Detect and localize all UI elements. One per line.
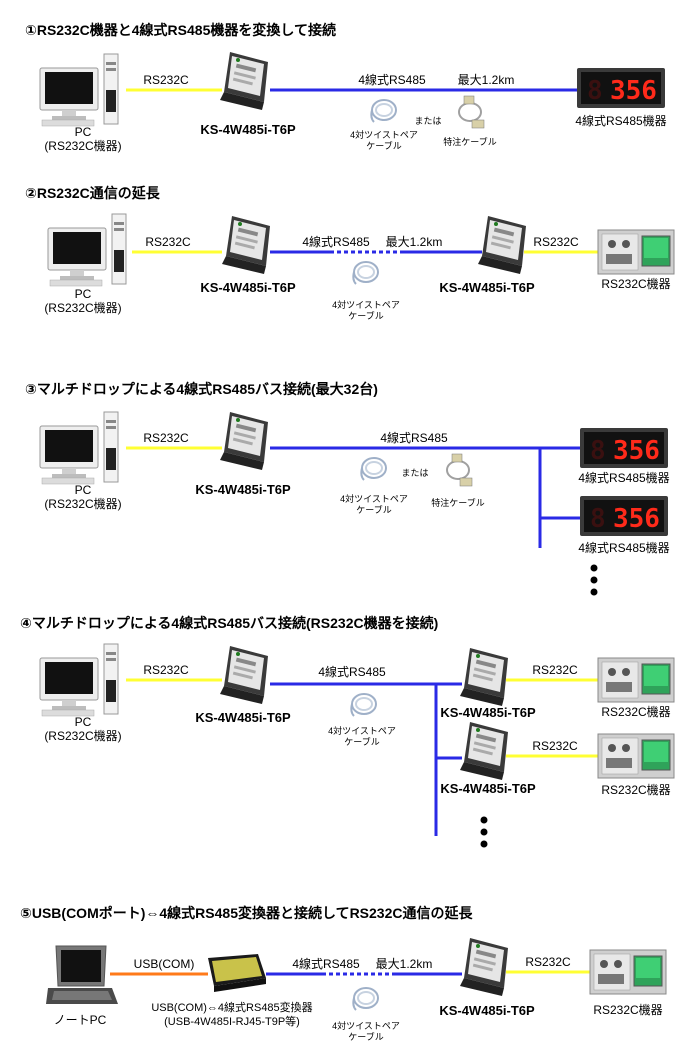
twisted-pair-cable-icon [360,457,387,481]
rs485-label: 4線式RS485 [292,956,360,971]
rs232c-label-right: RS232C [525,955,571,969]
usb-converter-label-1: USB(COM)⇔4線式RS485変換器 [151,1000,312,1014]
rs232c-label-r1: RS232C [532,663,578,677]
pc-sublabel: (RS232C機器) [44,138,121,153]
cable-label-1: 4対ツイストペア [340,493,408,504]
or-label: または [414,116,441,126]
converter-label: KS-4W485i-T6P [439,1003,535,1018]
twisted-pair-cable-icon [352,261,379,285]
section-1: ①RS232C機器と4線式RS485機器を変換して接続 PC (RS232C機器… [25,22,667,153]
converter-label: KS-4W485i-T6P [195,482,291,497]
section-4-title: ④マルチドロップによる4線式RS485バス接続(RS232C機器を接続) [20,615,438,631]
cable-label-2: ケーブル [348,310,383,321]
usb-label: USB(COM) [134,957,195,971]
cable-label-1: 4対ツイストペア [332,299,400,310]
converter-icon [220,646,268,704]
notebook-pc-icon [45,945,119,1005]
special-cable-icon [458,95,485,129]
or-label: または [401,468,428,478]
pc-sublabel: (RS232C機器) [44,300,121,315]
cable-label-2: ケーブル [344,736,379,747]
continuation-dots [590,564,598,596]
rs232c-device-icon [597,733,675,779]
rs485-device-label-1: 4線式RS485機器 [578,470,669,485]
section-3: ③マルチドロップによる4線式RS485バス接続(最大32台) PC (RS232… [25,381,670,596]
converter-icon [220,412,268,470]
special-cable-icon [446,453,473,487]
rs232c-device-label-2: RS232C機器 [601,782,670,797]
rs485-label: 4線式RS485 [318,664,386,679]
display-digits: 356 [613,504,660,534]
converter-icon [460,648,508,706]
rs232c-label-r2: RS232C [532,739,578,753]
converter-label: KS-4W485i-T6P [195,710,291,725]
cable-label-2: ケーブル [356,504,391,515]
pc-sublabel: (RS232C機器) [44,728,121,743]
twisted-pair-cable-icon [370,99,397,123]
rs485-label: 4線式RS485 [302,234,370,249]
converter-label: KS-4W485i-T6P [200,122,296,137]
display-digits: 356 [613,436,660,466]
pc-label: PC [75,125,92,139]
cable-label-1: 4対ツイストペア [328,725,396,736]
desktop-pc-icon [39,643,119,717]
section-2-title: ②RS232C通信の延長 [25,185,161,201]
rs232c-label-right: RS232C [533,235,579,249]
pc-label: PC [75,287,92,301]
rs485-label: 4線式RS485 [380,430,448,445]
rs485-device-label-2: 4線式RS485機器 [578,540,669,555]
rs232c-label: RS232C [143,73,189,87]
converter-3-label: KS-4W485i-T6P [440,781,536,796]
cable-label-1: 4対ツイストペア [350,129,418,140]
converter-2-label: KS-4W485i-T6P [440,705,536,720]
twisted-pair-cable-icon [350,693,377,717]
usb-converter-icon [208,954,266,992]
converter-label: KS-4W485i-T6P [200,280,296,295]
rs232c-label: RS232C [145,235,191,249]
converter-icon [460,938,508,996]
cable-label-1: 4対ツイストペア [332,1020,400,1031]
rs485-label: 4線式RS485 [358,72,426,87]
desktop-pc-icon [39,53,119,127]
max-distance-label: 最大1.2km [376,957,433,971]
cable-label-2: ケーブル [348,1031,383,1042]
max-distance-label: 最大1.2km [458,73,515,87]
pc-label: PC [75,483,92,497]
notebook-label: ノートPC [54,1013,107,1027]
twisted-pair-cable-icon [352,987,379,1011]
rs232c-device-label: RS232C機器 [593,1002,662,1017]
continuation-dots [480,816,488,848]
section-3-title: ③マルチドロップによる4線式RS485バス接続(最大32台) [25,381,378,397]
cable-label-2: ケーブル [366,140,401,151]
rs232c-device-icon [597,229,675,275]
display-digits: 356 [610,76,657,106]
pc-label: PC [75,715,92,729]
special-cable-label: 特注ケーブル [443,136,496,147]
desktop-pc-icon [47,213,127,287]
rs232c-label: RS232C [143,663,189,677]
max-distance-label: 最大1.2km [386,235,443,249]
converter-2-label: KS-4W485i-T6P [439,280,535,295]
desktop-pc-icon [39,411,119,485]
rs232c-device-label: RS232C機器 [601,276,670,291]
rs232c-device-icon [589,949,667,995]
section-5: ⑤USB(COMポート)⇔4線式RS485変換器と接続してRS232C通信の延長… [20,905,667,1042]
rs232c-device-label-1: RS232C機器 [601,704,670,719]
section-4: ④マルチドロップによる4線式RS485バス接続(RS232C機器を接続) PC … [20,615,675,848]
converter-icon [222,216,270,274]
pc-sublabel: (RS232C機器) [44,496,121,511]
rs485-device-label: 4線式RS485機器 [575,113,666,128]
special-cable-label: 特注ケーブル [431,497,484,508]
section-5-title: ⑤USB(COMポート)⇔4線式RS485変換器と接続してRS232C通信の延長 [20,905,473,921]
converter-icon [460,722,508,780]
rs232c-label: RS232C [143,431,189,445]
rs232c-device-icon [597,657,675,703]
converter-icon [478,216,526,274]
section-1-title: ①RS232C機器と4線式RS485機器を変換して接続 [25,22,336,38]
section-2: ②RS232C通信の延長 PC (RS232C機器) RS232C KS-4W4… [25,185,675,321]
usb-converter-label-2: (USB-4W485I-RJ45-T9P等) [164,1014,300,1028]
converter-icon [220,52,268,110]
